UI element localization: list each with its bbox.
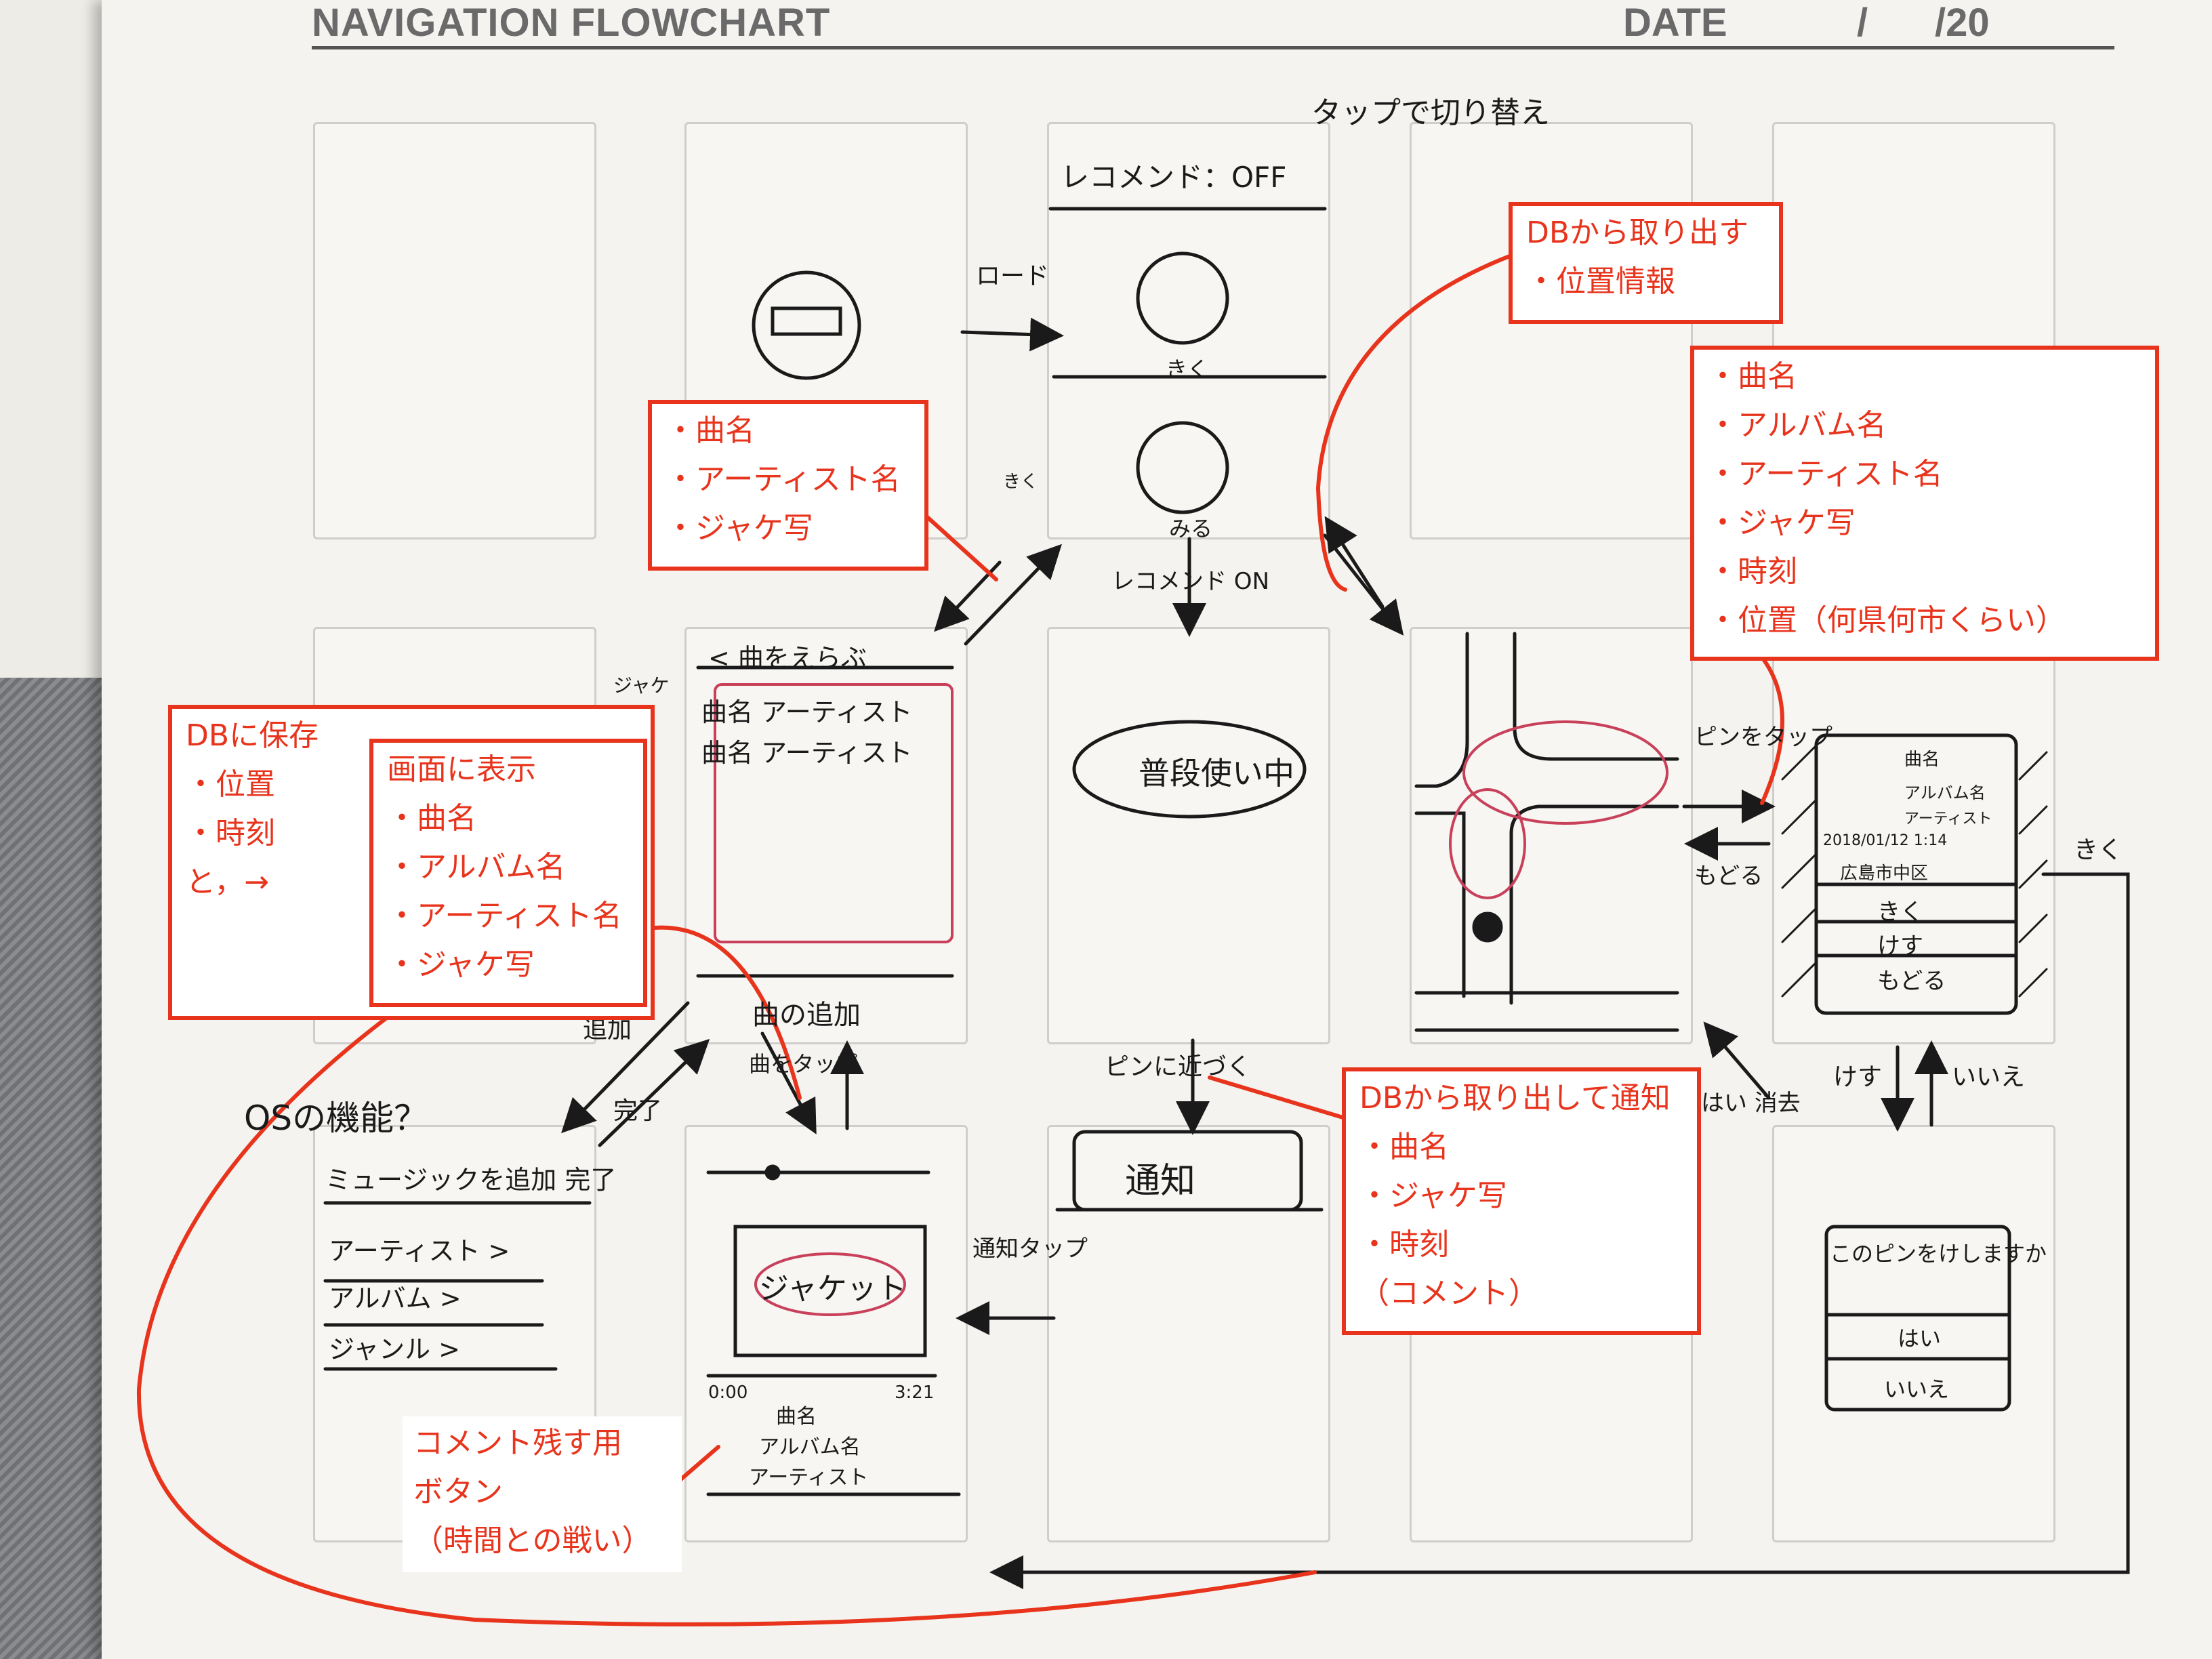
template-cell — [1410, 122, 1693, 539]
os-feature-label: OSの機能？ — [244, 1099, 428, 1138]
player-album: アルバム名 — [759, 1435, 861, 1459]
add-label: 追加 — [583, 1016, 632, 1044]
notify-tap-label: 通知タップ — [972, 1235, 1088, 1263]
jacket-frame — [733, 1225, 927, 1357]
connector-db-location — [1315, 252, 1517, 592]
song-row[interactable]: 曲名 アーティスト — [701, 738, 913, 768]
annotation-db-notify: DBから取り出して通知 ・曲名 ・ジャケ写 ・時刻 （コメント） — [1342, 1067, 1701, 1335]
template-cell — [313, 122, 596, 539]
recommend-on-label: レコメンド ON — [1111, 568, 1270, 595]
date-separator: / — [1857, 1, 1868, 45]
music-add-item[interactable]: アーティスト > — [329, 1236, 510, 1266]
music-add-item[interactable]: ジャンル > — [329, 1334, 461, 1364]
pin-detail-card — [1814, 733, 2018, 1015]
connector-screen-display — [645, 925, 802, 1100]
pick-song-header: < 曲をえらぶ — [708, 643, 867, 673]
connector-db-notify — [1208, 1076, 1347, 1120]
pin-delete-button[interactable]: けす — [1877, 933, 1923, 960]
arrow-look-back — [1324, 516, 1385, 609]
load-label: ロード — [976, 262, 1050, 290]
pin-tap-label: ピンをタップ — [1694, 724, 1832, 751]
dialog-no-button[interactable]: いいえ — [1884, 1376, 1950, 1402]
arrow-done — [598, 1039, 710, 1147]
player-song: 曲名 — [776, 1405, 817, 1429]
listen-label: きく — [1166, 356, 1210, 382]
notification-label[interactable]: 通知 — [1125, 1161, 1196, 1202]
arrow-listen-return — [989, 872, 2130, 1589]
arrow-song-tap — [760, 1031, 817, 1134]
music-add-item[interactable]: アルバム > — [329, 1284, 462, 1313]
pin-detail-place: 広島市中区 — [1840, 863, 1929, 884]
pin-listen-button[interactable]: きく — [1877, 899, 1923, 926]
add-song-button[interactable]: 曲の追加 — [752, 1000, 861, 1031]
annotation-db-fetch-location: DBから取り出す ・位置情報 — [1509, 202, 1783, 324]
template-cell — [1410, 627, 1693, 1044]
arrow-back — [964, 544, 1062, 646]
template-cell — [1047, 122, 1330, 539]
done-label: 完了 — [613, 1097, 663, 1125]
recommend-toggle-label: レコメンド：OFF — [1061, 161, 1287, 194]
jacket-label: ジャケット — [759, 1271, 907, 1306]
yes-delete-label: はい 消去 — [1701, 1090, 1801, 1117]
annotation-pin-info: ・曲名 ・アルバム名 ・アーティスト名 ・ジャケ写 ・時刻 ・位置（何県何市くら… — [1690, 346, 2159, 661]
jacket-tag: ジャケ — [613, 674, 670, 697]
note-icon — [1136, 251, 1229, 345]
template-cell — [1772, 627, 2055, 1044]
pin-approach-label: ピンに近づく — [1105, 1053, 1252, 1081]
date-year: /20 — [1935, 1, 1990, 45]
annotation-comment-button: コメント残す用 ボタン （時間との戦い） — [403, 1416, 682, 1572]
map-pin-icon — [1136, 421, 1229, 514]
time-start: 0:00 — [708, 1382, 748, 1403]
connector-top-left-info — [923, 513, 998, 581]
header-rule — [312, 46, 2114, 49]
sheet-title: NAVIGATION FLOWCHART — [312, 1, 831, 45]
arrow-load — [960, 317, 1064, 352]
no-label: いいえ — [1952, 1063, 2026, 1091]
player-artist: アーティスト — [749, 1466, 869, 1490]
pin-detail-album: アルバム名 — [1904, 783, 1986, 802]
arrow-add — [561, 1001, 690, 1134]
normal-use-label: 普段使い中 — [1139, 755, 1294, 792]
song-list-box — [714, 683, 954, 943]
music-add-header: ミュージックを追加 完了 — [325, 1165, 617, 1195]
listen-small-label: きく — [1003, 472, 1039, 492]
date-label: DATE — [1623, 1, 1727, 45]
music-app-icon — [752, 270, 861, 380]
back-label: もどる — [1694, 863, 1763, 890]
dialog-yes-button[interactable]: はい — [1898, 1326, 1942, 1351]
clipboard-edge — [0, 678, 102, 1659]
song-tap-label: 曲をタップ — [749, 1051, 858, 1077]
pin-detail-song: 曲名 — [1904, 750, 1940, 770]
annotation-top-left-info: ・曲名 ・アーティスト名 ・ジャケ写 — [648, 400, 928, 571]
look-label: みる — [1169, 516, 1213, 541]
listen-right-label: きく — [2074, 836, 2123, 864]
dialog-message: このピンをけしますか — [1830, 1241, 2047, 1267]
pin-detail-datetime: 2018/01/12 1:14 — [1823, 832, 1948, 849]
connector-save-loop — [136, 1001, 1317, 1626]
annotation-screen-display: 画面に表示 ・曲名 ・アルバム名 ・アーティスト名 ・ジャケ写 — [369, 739, 647, 1007]
delete-label: けす — [1833, 1063, 1883, 1091]
time-end: 3:21 — [895, 1382, 935, 1403]
song-row[interactable]: 曲名 アーティスト — [701, 697, 913, 727]
pin-back-button[interactable]: もどる — [1877, 968, 1946, 995]
toggle-note: タップで切り替え — [1311, 96, 1550, 130]
arrow-yes-delete — [1703, 1021, 1771, 1100]
delete-dialog — [1824, 1225, 2011, 1412]
connector-pin-info — [1760, 655, 1784, 805]
current-location-dot — [1472, 912, 1503, 943]
template-cell — [1047, 1125, 1330, 1542]
pin-detail-artist: アーティスト — [1904, 811, 1992, 827]
normal-use-bubble — [1072, 720, 1307, 819]
music-app-icon-bar — [771, 306, 842, 336]
